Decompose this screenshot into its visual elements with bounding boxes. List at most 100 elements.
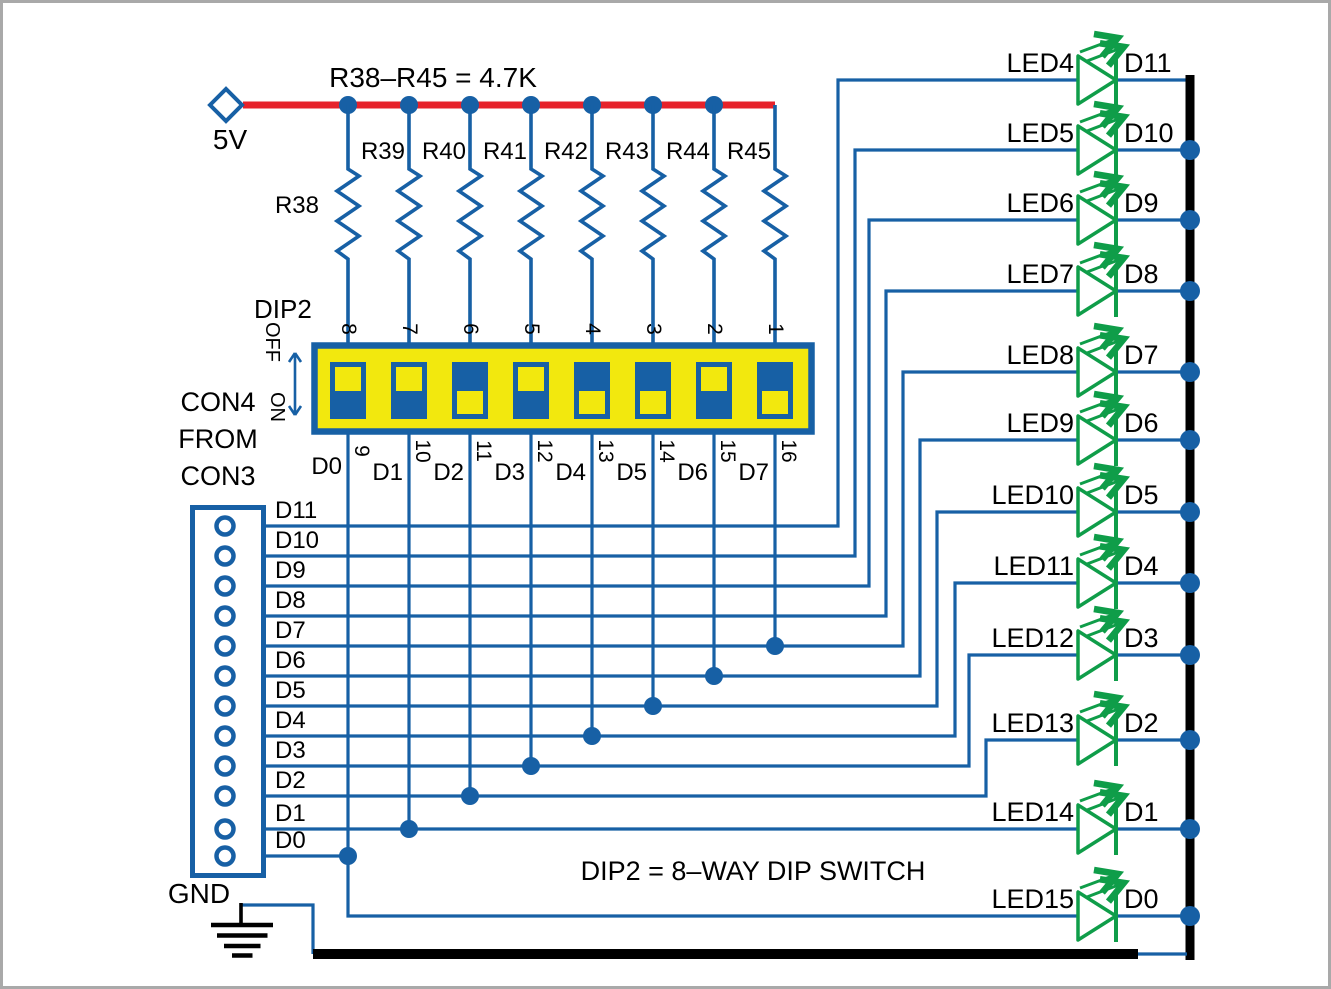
led-signal-D1: D1 [1124,797,1159,827]
led-signal-D5: D5 [1124,480,1159,510]
dip-switch-label: DIP2 [254,294,312,324]
row-label-D6: D6 [275,647,306,674]
bus-junction-dot [1180,430,1200,450]
dip-column-label-D5: D5 [616,459,647,486]
dip-pin-top-1: 1 [764,323,787,335]
resistor-R40 [455,105,485,345]
connector-pin-circle [214,635,236,657]
bus-junction-dot [1180,281,1200,301]
resistor-R43 [638,105,668,345]
resistor-network-title: R38–R45 = 4.7K [329,62,537,93]
dip-pin-top-3: 3 [642,323,665,335]
dip-pin-top-5: 5 [520,323,543,335]
connector-pin-circle [214,515,236,537]
bus-junction-dot [1180,906,1200,926]
switch-half-down[interactable] [635,385,671,419]
switch-half-up[interactable] [452,362,488,386]
led-symbol-LED15 [1076,866,1131,942]
dip-switch-slider-4[interactable] [513,362,549,419]
connector-pin-circle [214,575,236,597]
led-signal-D8: D8 [1124,259,1159,289]
led-name-LED13: LED13 [991,708,1074,738]
supply-diamond [207,86,245,124]
row-label-D5: D5 [275,677,306,704]
switch-half-down[interactable] [574,385,610,419]
led-name-LED4: LED4 [1006,48,1074,78]
row-label-D11: D11 [275,497,318,524]
switch-half-up[interactable] [391,362,427,396]
dip-switch-slider-8[interactable] [757,362,793,419]
led-signal-D9: D9 [1124,188,1159,218]
bus-junction-dot [1180,645,1200,665]
connector-pin-circle [214,545,236,567]
resistor-label-R45: R45 [726,138,771,165]
dip-switch-slider-1[interactable] [330,362,366,419]
dip-pin-bottom-16: 16 [777,439,800,463]
led-signal-D7: D7 [1124,340,1159,370]
junction-dot [400,820,418,838]
resistor-R41 [516,105,546,345]
junction-dot [461,787,479,805]
switch-half-down[interactable] [452,385,488,419]
switch-half-up[interactable] [696,362,732,396]
row-label-D8: D8 [275,587,306,614]
led-symbol-LED14 [1076,779,1131,855]
led-name-LED14: LED14 [991,797,1074,827]
led-symbol-LED4 [1076,30,1131,106]
switch-half-up[interactable] [574,362,610,386]
switch-half-down[interactable] [757,385,793,419]
junction-dot [339,847,357,865]
bus-junction-dot [1180,730,1200,750]
dip-column-label-D2: D2 [433,459,464,486]
signal-wire-D8 [263,289,1189,618]
row-label-D3: D3 [275,737,306,764]
dip-switch-slider-7[interactable] [696,362,732,419]
signal-wire-D4 [263,581,1189,738]
dip-switch-slider-3[interactable] [452,362,488,419]
led-name-LED11: LED11 [993,551,1074,581]
led-signal-D0: D0 [1124,884,1159,914]
switch-half-down[interactable] [696,395,732,419]
led-signal-D6: D6 [1124,408,1159,438]
wiring-layer [190,30,1200,960]
bus-junction-dot [1180,362,1200,382]
led-symbol-LED5 [1076,100,1131,176]
switch-half-down[interactable] [513,395,549,419]
dip-switch-body [311,342,815,435]
connector-pin-circle [214,605,236,627]
connector-pin-circle [214,665,236,687]
led-name-LED7: LED7 [1006,259,1074,289]
resistor-R45 [760,105,790,345]
switch-half-down[interactable] [330,395,366,419]
signal-wire-D0 [263,854,1189,918]
led-symbol-LED6 [1076,170,1131,246]
signal-wire-D2 [263,738,1189,798]
led-name-LED12: LED12 [991,623,1074,653]
off-on-arrow [287,352,303,416]
row-label-D1: D1 [275,800,306,827]
led-signal-D4: D4 [1124,551,1159,581]
connector-label-line2: FROM [178,424,258,454]
dip-switch-slider-2[interactable] [391,362,427,419]
junction-dot [766,637,784,655]
resistor-label-R43: R43 [604,138,649,165]
switch-half-up[interactable] [513,362,549,396]
resistor-label-R41: R41 [482,138,527,165]
led-signal-D10: D10 [1124,118,1174,148]
switch-half-down[interactable] [391,395,427,419]
switch-half-up[interactable] [635,362,671,386]
led-signal-D2: D2 [1124,708,1159,738]
dip-pin-top-8: 8 [337,323,360,335]
bus-junction-dot [1180,819,1200,839]
row-label-D7: D7 [275,617,306,644]
dip-switch-slider-5[interactable] [574,362,610,419]
resistor-label-R40: R40 [421,138,466,165]
row-label-D0: D0 [275,827,306,854]
bus-junction-dot [1180,573,1200,593]
switch-half-up[interactable] [757,362,793,386]
junction-dot [644,697,662,715]
switch-half-up[interactable] [330,362,366,396]
dip-switch-slider-6[interactable] [635,362,671,419]
led-signal-D11: D11 [1124,48,1172,78]
led-symbol-LED11 [1076,533,1131,609]
